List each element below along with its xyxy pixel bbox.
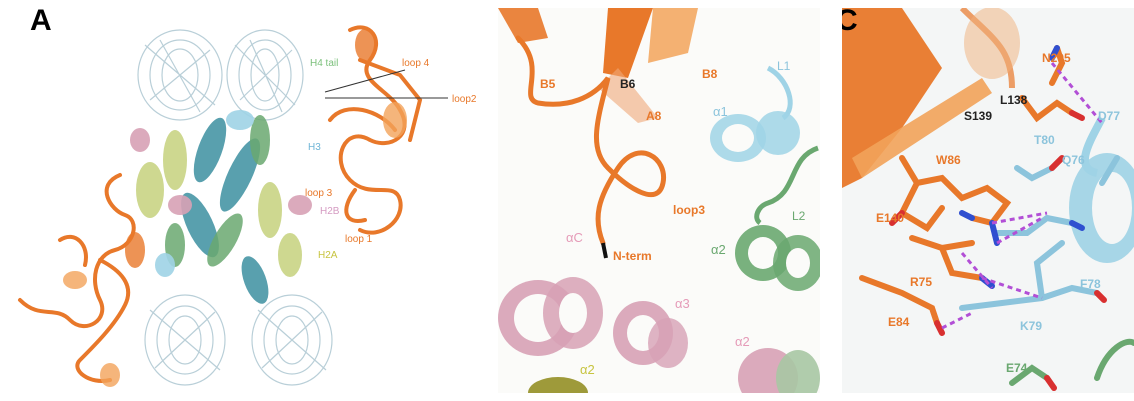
label-alphaC: αC: [566, 230, 583, 245]
green-residue-e74: [1012, 342, 1134, 388]
strand-b8: [648, 8, 698, 63]
label-r75: R75: [910, 275, 932, 289]
label-n205: N205: [1042, 51, 1071, 65]
label-l138: L138: [1000, 93, 1028, 107]
helix-alpha2-yellow: [528, 377, 588, 393]
strand-b6: [603, 8, 653, 78]
dna-cloud-bottom-left: [145, 295, 225, 385]
sheet-top-left: [498, 8, 548, 43]
label-h4-tail: H4 tail: [310, 58, 338, 69]
label-loop1: loop 1: [345, 234, 373, 245]
helix-alpha3: [613, 301, 688, 368]
orange-helix-top: [964, 8, 1020, 79]
label-n-term: N-term: [613, 249, 652, 263]
dna-cloud-top-right: [227, 30, 303, 120]
loop3-coil: [518, 38, 664, 243]
label-e74: E74: [1006, 361, 1028, 375]
label-alpha1: α1: [713, 104, 728, 119]
label-s139: S139: [964, 109, 992, 123]
label-w86: W86: [936, 153, 961, 167]
orange-protein-left: [20, 175, 145, 387]
label-h2b: H2B: [320, 206, 340, 217]
label-e140: E140: [876, 211, 904, 225]
label-f78: F78: [1080, 277, 1101, 291]
label-alpha3: α3: [675, 296, 690, 311]
label-loop3: loop 3: [305, 188, 333, 199]
panel-c-structure: N205 L138 S139 D77 W86 T80 Q76 E140 R75 …: [842, 8, 1134, 393]
helix-alpha2-pink: [738, 348, 820, 393]
helix-alphaC: [498, 277, 603, 356]
label-a8: A8: [646, 109, 662, 123]
label-h3: H3: [308, 142, 321, 153]
panel-a-structure: H4 tail loop 4 loop2 H3 loop 3 H2B H2A l…: [0, 0, 498, 401]
label-b8: B8: [702, 67, 718, 81]
blue-helix: [1069, 118, 1134, 263]
n-term-tip: [603, 243, 606, 258]
label-loop3: loop3: [673, 203, 705, 217]
label-l2: L2: [792, 209, 806, 223]
label-loop2: loop2: [452, 94, 477, 105]
label-q76: Q76: [1062, 153, 1085, 167]
label-loop4: loop 4: [402, 58, 430, 69]
label-alpha2-pink: α2: [735, 334, 750, 349]
panel-c-letter: C: [842, 8, 858, 38]
panel-b: B: [498, 8, 820, 393]
label-e84: E84: [888, 315, 910, 329]
label-d77: D77: [1098, 109, 1120, 123]
label-l1: L1: [777, 59, 791, 73]
label-alpha2-yellow: α2: [580, 362, 595, 377]
label-alpha2-green: α2: [711, 242, 726, 257]
dna-cloud-top-left: [138, 30, 222, 120]
label-k79: K79: [1020, 319, 1042, 333]
dna-cloud-bottom-right: [252, 295, 332, 385]
panel-a: A: [0, 0, 498, 401]
label-h2a: H2A: [318, 250, 338, 261]
helix-alpha2-green: [735, 148, 820, 291]
label-b5: B5: [540, 77, 556, 91]
panel-b-structure: B8 B5 B6 A8 L1 α1 loop3 αC N-term L2 α2 …: [498, 8, 820, 393]
label-t80: T80: [1034, 133, 1055, 147]
panel-a-letter: A: [30, 4, 52, 38]
label-b6: B6: [620, 77, 636, 91]
histone-core: [130, 110, 312, 307]
panel-c: C: [842, 8, 1134, 393]
